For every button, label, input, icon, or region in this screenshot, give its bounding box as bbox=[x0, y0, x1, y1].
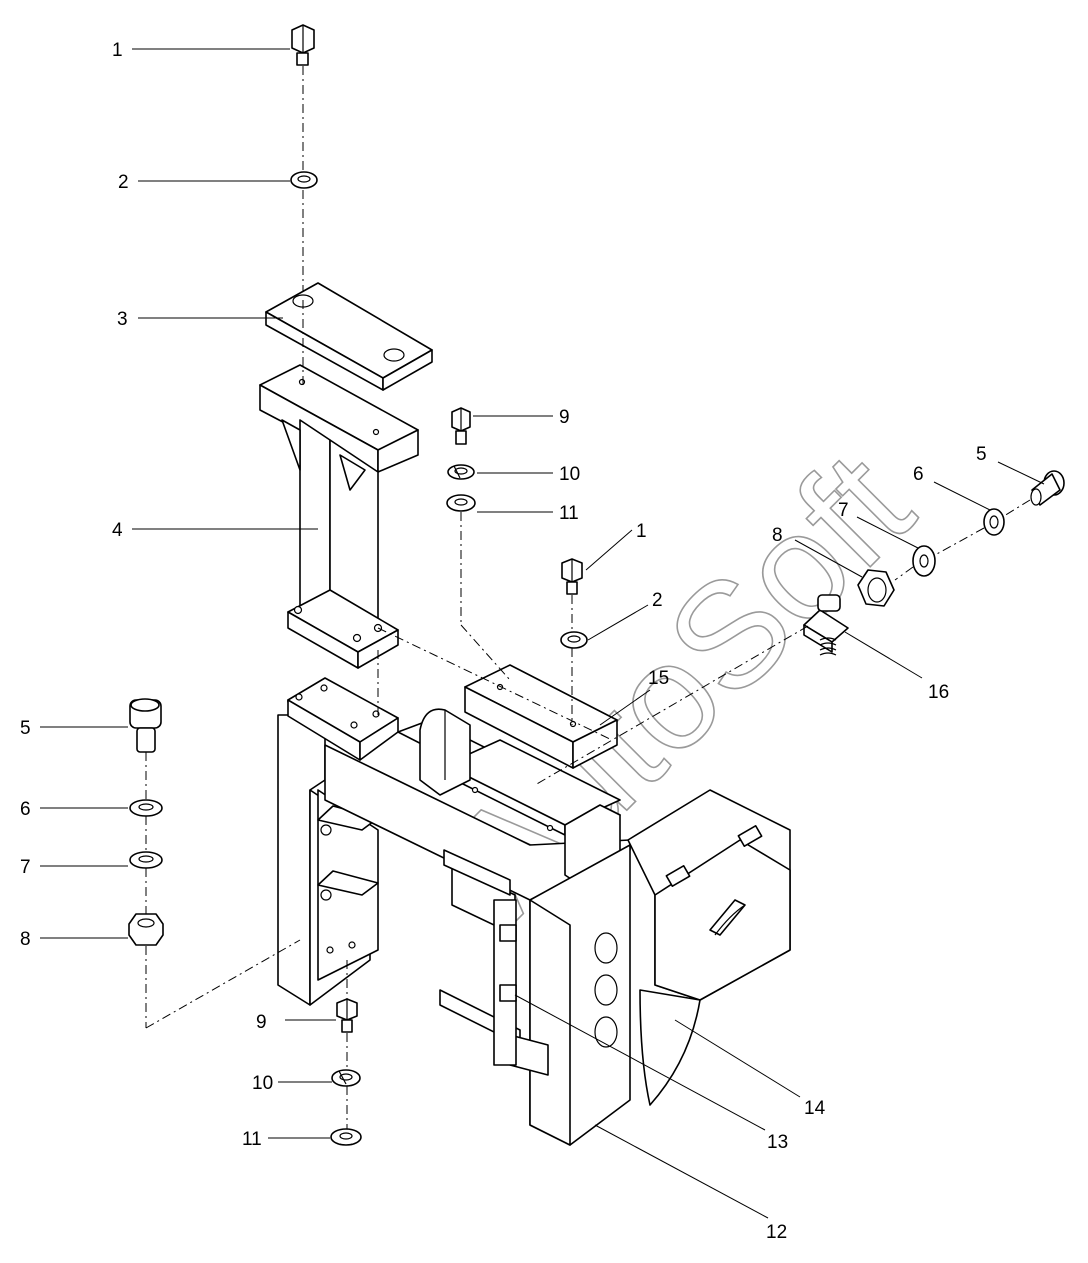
callout-5-left: 5 bbox=[20, 718, 31, 739]
callout-16: 16 bbox=[928, 682, 949, 703]
callout-15: 15 bbox=[648, 668, 669, 689]
washer-7-left bbox=[129, 851, 163, 869]
nut-8-left bbox=[128, 913, 164, 946]
washer-7-right bbox=[912, 545, 936, 577]
callout-3: 3 bbox=[117, 309, 128, 330]
part-15-spacer-block bbox=[464, 664, 618, 769]
callout-4: 4 bbox=[112, 520, 123, 541]
callout-6-right: 6 bbox=[913, 464, 924, 485]
callout-12: 12 bbox=[766, 1222, 787, 1243]
part-12-main-frame bbox=[277, 677, 631, 1146]
bolt-9-lower bbox=[336, 998, 358, 1033]
callout-9-upper: 9 bbox=[559, 407, 570, 428]
lock-washer-10-upper bbox=[447, 464, 475, 480]
callout-7-left: 7 bbox=[20, 857, 31, 878]
bolt-5-right bbox=[1030, 470, 1065, 506]
callout-13: 13 bbox=[767, 1132, 788, 1153]
lock-washer-10-lower bbox=[331, 1069, 361, 1087]
callout-8-left: 8 bbox=[20, 929, 31, 950]
callout-8-right: 8 bbox=[772, 525, 783, 546]
callout-1-top: 1 bbox=[112, 40, 123, 61]
washer-11-lower bbox=[330, 1128, 362, 1146]
part-3-top-plate bbox=[265, 282, 433, 391]
washer-6-right bbox=[983, 508, 1005, 536]
callout-14: 14 bbox=[804, 1098, 826, 1119]
bolt-9-upper bbox=[451, 407, 471, 445]
callout-10-lower: 10 bbox=[252, 1073, 273, 1094]
part-4-t-bracket bbox=[259, 364, 419, 669]
bolt-5-left bbox=[129, 698, 162, 753]
callout-9-lower: 9 bbox=[256, 1012, 267, 1033]
part-14-cover-box bbox=[627, 789, 791, 1106]
part-16-spring-latch bbox=[803, 594, 849, 656]
callout-6-left: 6 bbox=[20, 799, 31, 820]
nut-8-right bbox=[857, 569, 895, 607]
bolt-1-top bbox=[291, 24, 315, 66]
callout-1-mid: 1 bbox=[636, 521, 647, 542]
bolt-1-mid bbox=[561, 558, 583, 595]
callout-10-upper: 10 bbox=[559, 464, 580, 485]
callout-5-right: 5 bbox=[976, 444, 987, 465]
callout-labels: 1 2 3 4 9 10 11 1 2 15 5 6 7 8 16 5 6 7 … bbox=[20, 40, 987, 1243]
leader-lines bbox=[40, 48, 1045, 1219]
callout-7-right: 7 bbox=[838, 500, 849, 521]
washer-11-upper bbox=[446, 494, 476, 512]
washer-2-top bbox=[290, 171, 318, 189]
callout-2-mid: 2 bbox=[652, 590, 663, 611]
washer-2-mid bbox=[560, 631, 588, 649]
assembly-center-lines bbox=[145, 66, 1031, 1129]
callout-2-top: 2 bbox=[118, 172, 129, 193]
callout-11-upper: 11 bbox=[559, 503, 579, 524]
callout-11-lower: 11 bbox=[242, 1129, 262, 1150]
washer-6-left bbox=[129, 799, 163, 817]
